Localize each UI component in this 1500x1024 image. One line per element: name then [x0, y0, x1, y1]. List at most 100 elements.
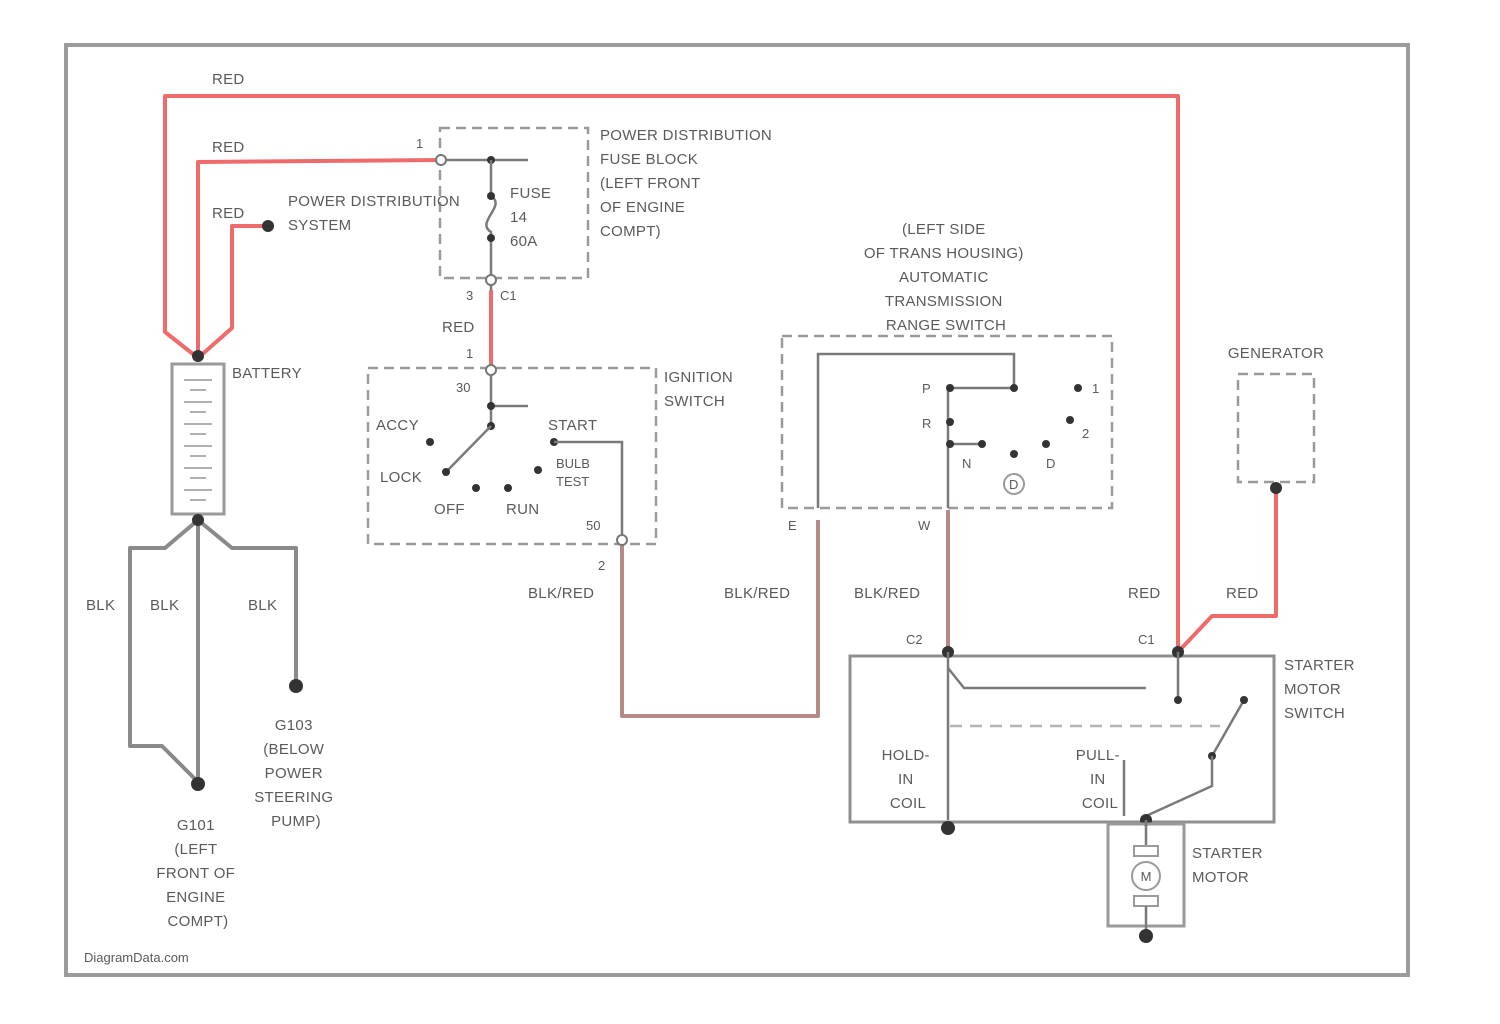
starter-motor-label: STARTER MOTOR [1192, 845, 1267, 886]
range-switch-n-contact [978, 440, 986, 448]
fuse-block-pin-1-label: 1 [416, 136, 423, 151]
wire-blkred-ignition-to-range-switch [622, 520, 818, 716]
ground-g103-node [289, 679, 303, 693]
starter-c1-contact [1174, 696, 1182, 704]
battery-symbol [172, 364, 224, 514]
range-gear-2-label: 2 [1082, 426, 1089, 441]
wire-label-red-fuse: RED [212, 139, 245, 156]
starter-motor-ground-node [1139, 929, 1153, 943]
range-switch-d-contact [1042, 440, 1050, 448]
battery-label: BATTERY [232, 365, 302, 382]
wire-label-red-top: RED [212, 71, 245, 88]
ignition-lock-label: LOCK [380, 469, 422, 486]
starter-motor-brush-top [1134, 846, 1158, 856]
ignition-run-label: RUN [506, 501, 539, 518]
range-switch-r-node [946, 418, 954, 426]
range-switch-label: (LEFT SIDE OF TRANS HOUSING) AUTOMATIC T… [864, 221, 1028, 334]
power-distribution-node [262, 220, 274, 232]
starter-motor-m-label: M [1141, 869, 1152, 884]
ignition-accy-label: ACCY [376, 417, 419, 434]
battery-negative-node [192, 514, 204, 526]
fuse-block-pin-3 [486, 275, 496, 285]
wire-blk-battery-ground-right [198, 520, 296, 686]
range-switch-e-lead [818, 354, 1014, 508]
watermark: DiagramData.com [84, 950, 189, 965]
ground-g103-label: G103 (BELOW POWER STEERING PUMP) [254, 717, 338, 830]
generator-output-node [1270, 482, 1282, 494]
fuse-symbol [486, 160, 495, 290]
ignition-start-label: START [548, 417, 597, 434]
ignition-common-node [487, 402, 495, 410]
fuse-label: FUSE 14 60A [510, 185, 556, 250]
range-gear-d-label: D [1046, 456, 1055, 471]
wire-label-blkred-ignition: BLK/RED [528, 585, 594, 602]
ignition-pin-50 [617, 535, 627, 545]
starter-c2-label: C2 [906, 632, 923, 647]
starter-motor-brush-bottom [1134, 896, 1158, 906]
power-distribution-label: POWER DISTRIBUTION SYSTEM [288, 193, 465, 234]
battery-positive-node [192, 350, 204, 362]
starter-internal-lead [948, 668, 1146, 688]
ignition-contact-lock [442, 468, 450, 476]
wire-label-red-ignition: RED [442, 319, 475, 336]
range-switch-p-contact [1010, 384, 1018, 392]
hold-in-coil-label: HOLD- IN COIL [882, 747, 935, 812]
ignition-pin-30 [486, 365, 496, 375]
wire-label-blk-left: BLK [86, 597, 115, 614]
range-gear-1-label: 1 [1092, 381, 1099, 396]
ignition-contact-run [504, 484, 512, 492]
ignition-contact-off [472, 484, 480, 492]
ground-g101-label: G101 (LEFT FRONT OF ENGINE COMPT) [156, 817, 239, 930]
hold-in-ground-node [941, 821, 955, 835]
battery-cells [184, 380, 212, 500]
range-pin-e-label: E [788, 518, 797, 533]
starter-blade-tip [1240, 696, 1248, 704]
wire-red-generator-to-starter [1178, 488, 1276, 652]
ignition-wiper [446, 426, 491, 472]
generator-label: GENERATOR [1228, 345, 1324, 362]
fuse-block-conn-label: C1 [500, 288, 517, 303]
wire-label-blkred-range-e: BLK/RED [724, 585, 790, 602]
starter-pull-in-lead [1146, 756, 1212, 816]
range-switch-1-contact [1074, 384, 1082, 392]
range-gear-p-label: P [922, 381, 931, 396]
wire-label-red-generator: RED [1226, 585, 1259, 602]
ignition-pin-1-label: 1 [466, 346, 473, 361]
wire-red-battery-to-fuse-block [198, 160, 440, 358]
fuse-block-pin-1 [436, 155, 446, 165]
wire-label-blkred-range-w: BLK/RED [854, 585, 920, 602]
fuse-block-label: POWER DISTRIBUTION FUSE BLOCK (LEFT FRON… [600, 127, 777, 240]
generator-box [1238, 374, 1314, 482]
range-gear-r-label: R [922, 416, 931, 431]
range-pin-w-label: W [918, 518, 931, 533]
range-gear-od-label: D [1009, 477, 1018, 492]
ignition-pin-2-label: 2 [598, 558, 605, 573]
wire-label-blk-center: BLK [150, 597, 179, 614]
ignition-pin-30-label: 30 [456, 380, 470, 395]
ignition-contact-accy [426, 438, 434, 446]
range-switch-2-contact [1066, 416, 1074, 424]
fuse-node-top [487, 192, 495, 200]
ignition-pin-50-label: 50 [586, 518, 600, 533]
wire-label-blk-right: BLK [248, 597, 277, 614]
range-gear-n-label: N [962, 456, 971, 471]
fuse-block-pin-3-label: 3 [466, 288, 473, 303]
range-switch-od-contact [1010, 450, 1018, 458]
diagram-frame [66, 45, 1408, 975]
ignition-off-label: OFF [434, 501, 465, 518]
starter-solenoid-blade [1212, 700, 1244, 756]
wire-blk-battery-ground-left [130, 520, 198, 782]
range-switch-p-node [946, 384, 954, 392]
wire-label-red-pds: RED [212, 205, 245, 222]
ground-g101-node [191, 777, 205, 791]
starter-switch-label: STARTER MOTOR SWITCH [1284, 657, 1359, 722]
ignition-contact-bulb [534, 466, 542, 474]
wire-red-battery-to-power-dist [198, 226, 268, 358]
range-switch-n-node [946, 440, 954, 448]
starter-c1-label: C1 [1138, 632, 1155, 647]
wire-label-red-c1: RED [1128, 585, 1161, 602]
fuse-node-bottom [487, 234, 495, 242]
pull-in-coil-label: PULL- IN COIL [1076, 747, 1125, 812]
ignition-bulb-test-label: BULB TEST [556, 456, 594, 489]
